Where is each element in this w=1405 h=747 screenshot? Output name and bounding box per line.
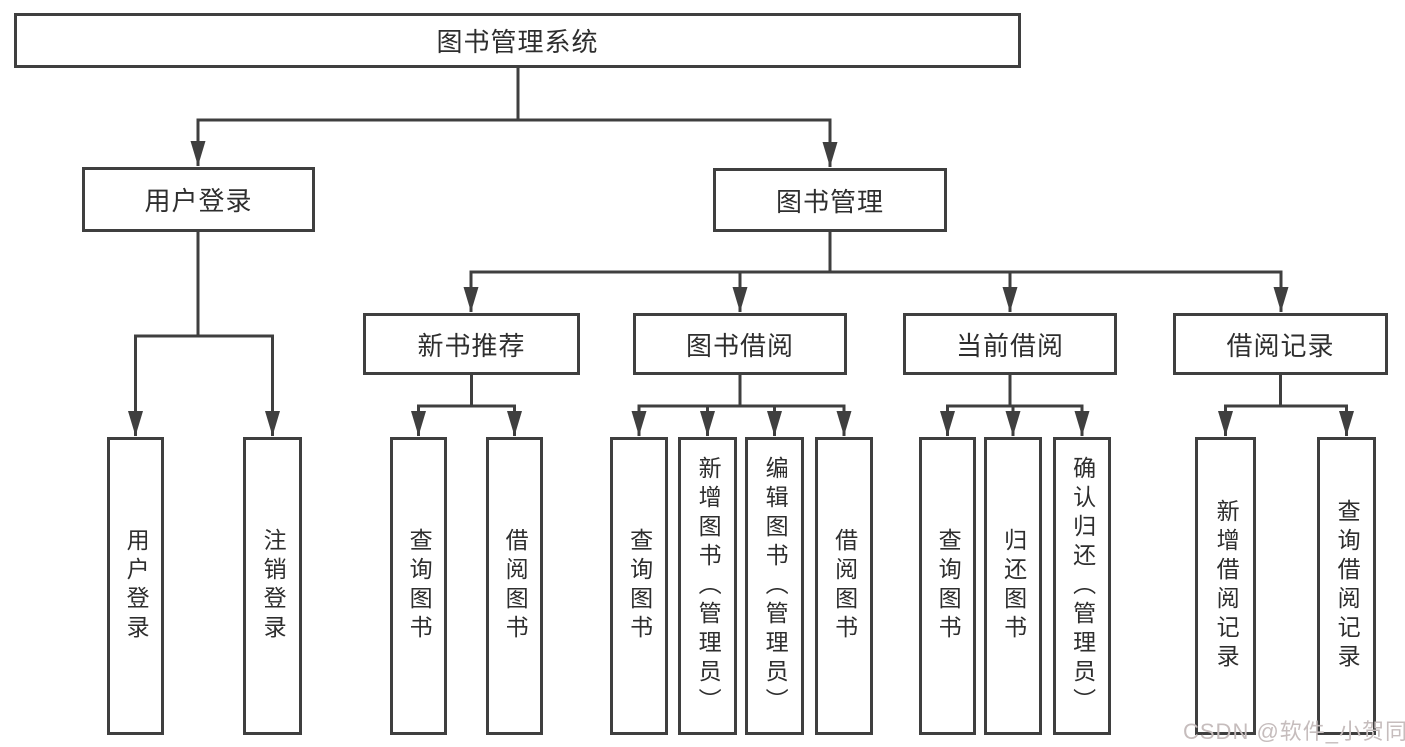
node-library-management-system: 图书管理系统 xyxy=(14,13,1021,68)
leaf-return-books-label: 归还图书 xyxy=(1000,528,1027,644)
leaf-query-borrow-record: 查询借阅记录 xyxy=(1317,437,1376,735)
leaf-add-books-admin-label: 新增图书（管理员） xyxy=(695,455,722,717)
node-current-borrow: 当前借阅 xyxy=(903,313,1117,375)
node-book-borrow: 图书借阅 xyxy=(633,313,847,375)
leaf-edit-books-admin: 编辑图书（管理员） xyxy=(745,437,804,735)
node-book-management: 图书管理 xyxy=(713,168,947,232)
leaf-confirm-return-admin: 确认归还（管理员） xyxy=(1053,437,1111,735)
leaf-query-books-1: 查询图书 xyxy=(390,437,447,735)
leaf-query-books-3: 查询图书 xyxy=(919,437,976,735)
leaf-query-books-2: 查询图书 xyxy=(610,437,668,735)
leaf-query-borrow-record-label: 查询借阅记录 xyxy=(1334,499,1361,673)
leaf-edit-books-admin-label: 编辑图书（管理员） xyxy=(762,455,789,717)
leaf-query-books-2-label: 查询图书 xyxy=(626,528,653,644)
node-user-login: 用户登录 xyxy=(82,167,315,232)
leaf-return-books: 归还图书 xyxy=(984,437,1042,735)
leaf-add-borrow-record-label: 新增借阅记录 xyxy=(1213,499,1240,673)
leaf-borrow-books-2-label: 借阅图书 xyxy=(831,528,858,644)
leaf-add-books-admin: 新增图书（管理员） xyxy=(678,437,737,735)
leaf-logout-label: 注销登录 xyxy=(260,528,287,644)
leaf-borrow-books-2: 借阅图书 xyxy=(815,437,873,735)
leaf-confirm-return-admin-label: 确认归还（管理员） xyxy=(1069,455,1096,717)
leaf-query-books-1-label: 查询图书 xyxy=(406,528,433,644)
leaf-user-login: 用户登录 xyxy=(107,437,164,735)
csdn-watermark: CSDN @软件_小贺同学 xyxy=(1183,719,1405,744)
leaf-logout: 注销登录 xyxy=(243,437,302,735)
leaf-user-login-label: 用户登录 xyxy=(123,528,150,644)
node-new-book-recommend: 新书推荐 xyxy=(363,313,580,375)
leaf-borrow-books-1-label: 借阅图书 xyxy=(502,528,529,644)
leaf-borrow-books-1: 借阅图书 xyxy=(486,437,543,735)
node-borrow-record: 借阅记录 xyxy=(1173,313,1388,375)
leaf-query-books-3-label: 查询图书 xyxy=(935,528,962,644)
leaf-add-borrow-record: 新增借阅记录 xyxy=(1195,437,1256,735)
